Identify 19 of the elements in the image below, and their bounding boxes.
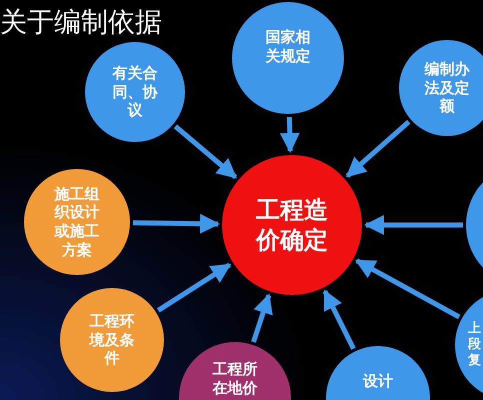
node-label: 有关合同、协议 [112,64,158,120]
arrow [156,262,232,312]
arrow [132,214,220,234]
node-label: 工程造价确定 [254,195,329,255]
title: 关于编制依据 [0,6,162,40]
arrow [322,290,356,350]
node-label: 施工组织设计或施工方案 [54,184,100,260]
node-label: 上段复 [468,320,481,370]
arrow [280,116,300,153]
node-label: 编制办法及定额 [424,60,470,116]
arrow [364,215,463,235]
node-label: 工程环境及条件 [88,312,136,368]
node-label: 工程所在地价 [212,360,258,398]
arrow [346,120,410,178]
node-label: 国家相关规定 [264,28,312,66]
arrow [174,124,238,180]
arrow [251,293,273,343]
node-label: 设计 [362,372,394,391]
arrow [355,258,460,320]
